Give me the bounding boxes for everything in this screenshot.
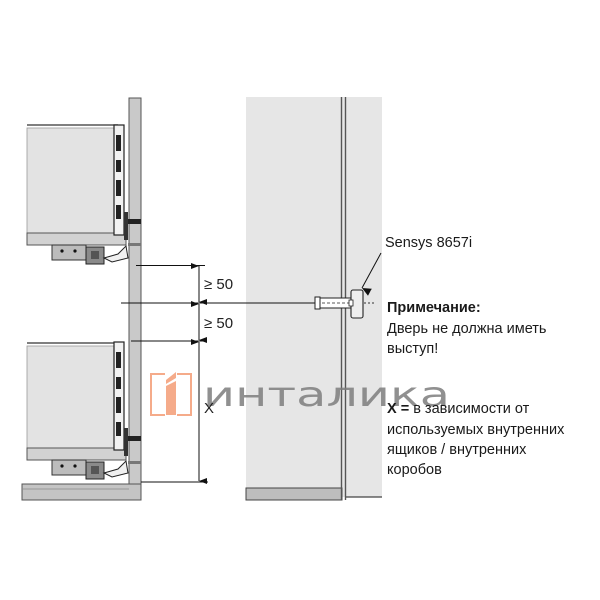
watermark-text: инталика: [203, 375, 450, 415]
gap-upper-label: ≥ 50: [204, 276, 233, 293]
x-definition-text: в зависимости от: [413, 401, 529, 417]
x-definition-line: ящиков / внутренних: [387, 442, 527, 458]
note-line: Дверь не должна иметь: [387, 321, 547, 337]
note-line: выступ!: [387, 341, 438, 357]
note-block: Примечание: Дверь не должна иметь выступ…: [387, 300, 547, 357]
x-definition-line: X = в зависимости от: [387, 401, 530, 417]
lower-drawer: [26, 341, 141, 480]
x-dimension-label: X: [204, 400, 214, 417]
x-definition-key: X =: [387, 401, 409, 417]
gap-lower-label: ≥ 50: [204, 315, 233, 332]
bottom-shelf: [21, 483, 142, 501]
upper-drawer: [26, 124, 141, 265]
note-title: Примечание:: [387, 300, 481, 316]
x-definition-line: используемых внутренних: [387, 422, 565, 438]
x-definition-block: X = в зависимости от используемых внутре…: [387, 401, 565, 478]
product-label: Sensys 8657i: [385, 235, 472, 251]
leader-line: [361, 252, 382, 296]
x-definition-line: коробов: [387, 462, 442, 478]
watermark-logo-icon: [150, 372, 192, 416]
sensys-hinge: [314, 289, 364, 319]
